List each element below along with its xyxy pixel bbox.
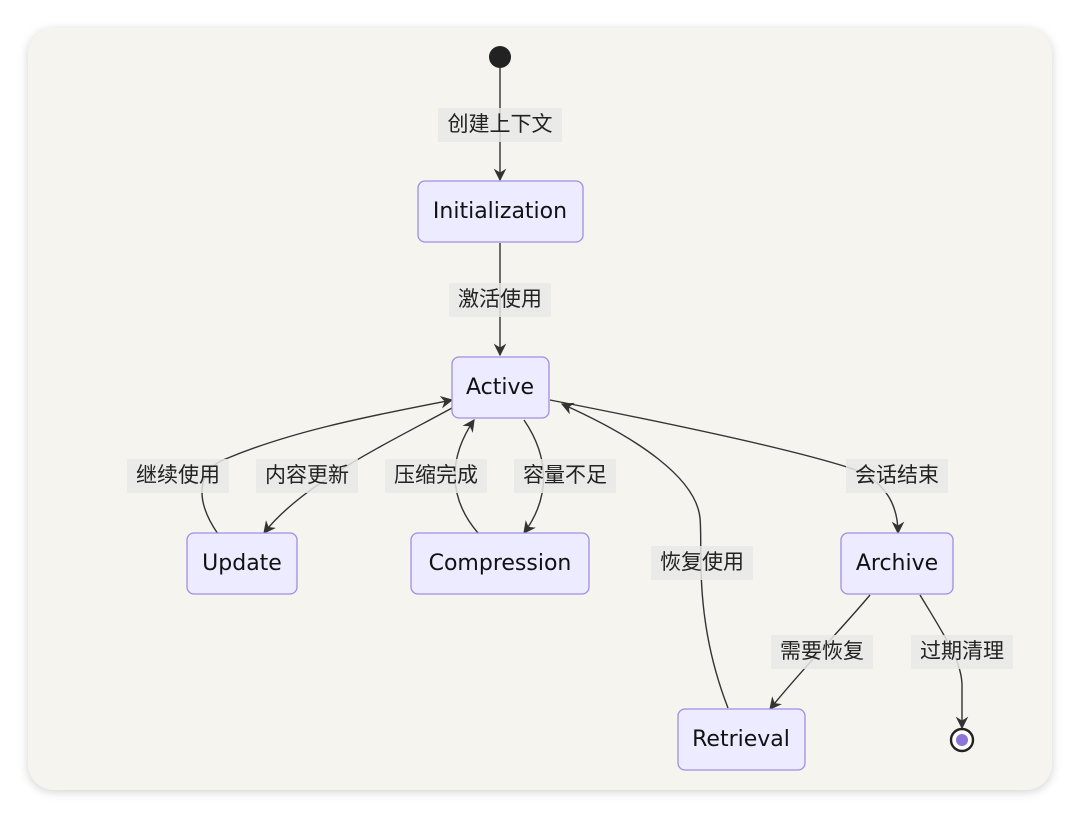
svg-text:恢复使用: 恢复使用 [660, 550, 744, 574]
transition-label-archive-to-end: 过期清理 [911, 635, 1013, 669]
svg-text:Update: Update [202, 551, 282, 576]
state-update[interactable]: Update [186, 532, 298, 595]
start-node-icon [489, 46, 511, 68]
svg-text:Archive: Archive [856, 551, 938, 576]
svg-text:Initialization: Initialization [433, 199, 567, 224]
edge-retrieval-to-active [560, 402, 729, 709]
svg-text:Retrieval: Retrieval [692, 727, 790, 752]
svg-text:需要恢复: 需要恢复 [780, 639, 864, 663]
svg-text:创建上下文: 创建上下文 [448, 112, 553, 136]
transition-label-start-to-initialization: 创建上下文 [438, 108, 562, 142]
svg-text:继续使用: 继续使用 [136, 463, 220, 487]
edge-update-to-active [201, 395, 454, 535]
svg-text:容量不足: 容量不足 [523, 463, 607, 487]
state-compression[interactable]: Compression [410, 532, 590, 595]
state-active[interactable]: Active [451, 356, 550, 419]
svg-text:会话结束: 会话结束 [855, 463, 939, 487]
transition-label-active-to-archive: 会话结束 [846, 459, 948, 493]
svg-text:Compression: Compression [429, 551, 572, 576]
svg-text:压缩完成: 压缩完成 [394, 463, 478, 487]
transition-label-update-to-active: 继续使用 [127, 459, 229, 493]
end-node-icon [949, 727, 975, 753]
svg-text:Active: Active [466, 375, 534, 400]
svg-text:内容更新: 内容更新 [265, 463, 349, 487]
transition-label-archive-to-retrieval: 需要恢复 [771, 635, 873, 669]
transition-label-active-to-compression: 容量不足 [514, 459, 616, 493]
state-archive[interactable]: Archive [840, 532, 954, 595]
svg-text:激活使用: 激活使用 [458, 287, 542, 311]
diagram-canvas: 创建上下文 激活使用 继续使用 内容更新 压缩完成 容量不足 恢复使用 会话结 [28, 28, 1052, 790]
transition-label-retrieval-to-active: 恢复使用 [651, 546, 753, 580]
state-diagram: 创建上下文 激活使用 继续使用 内容更新 压缩完成 容量不足 恢复使用 会话结 [127, 46, 1013, 771]
edge-active-to-archive [549, 399, 905, 535]
transition-label-active-to-update: 内容更新 [256, 459, 358, 493]
state-retrieval[interactable]: Retrieval [677, 708, 806, 771]
transition-label-compression-to-active: 压缩完成 [385, 459, 487, 493]
svg-text:过期清理: 过期清理 [920, 639, 1004, 663]
state-initialization[interactable]: Initialization [417, 180, 584, 243]
transition-label-initialization-to-active: 激活使用 [449, 283, 551, 317]
